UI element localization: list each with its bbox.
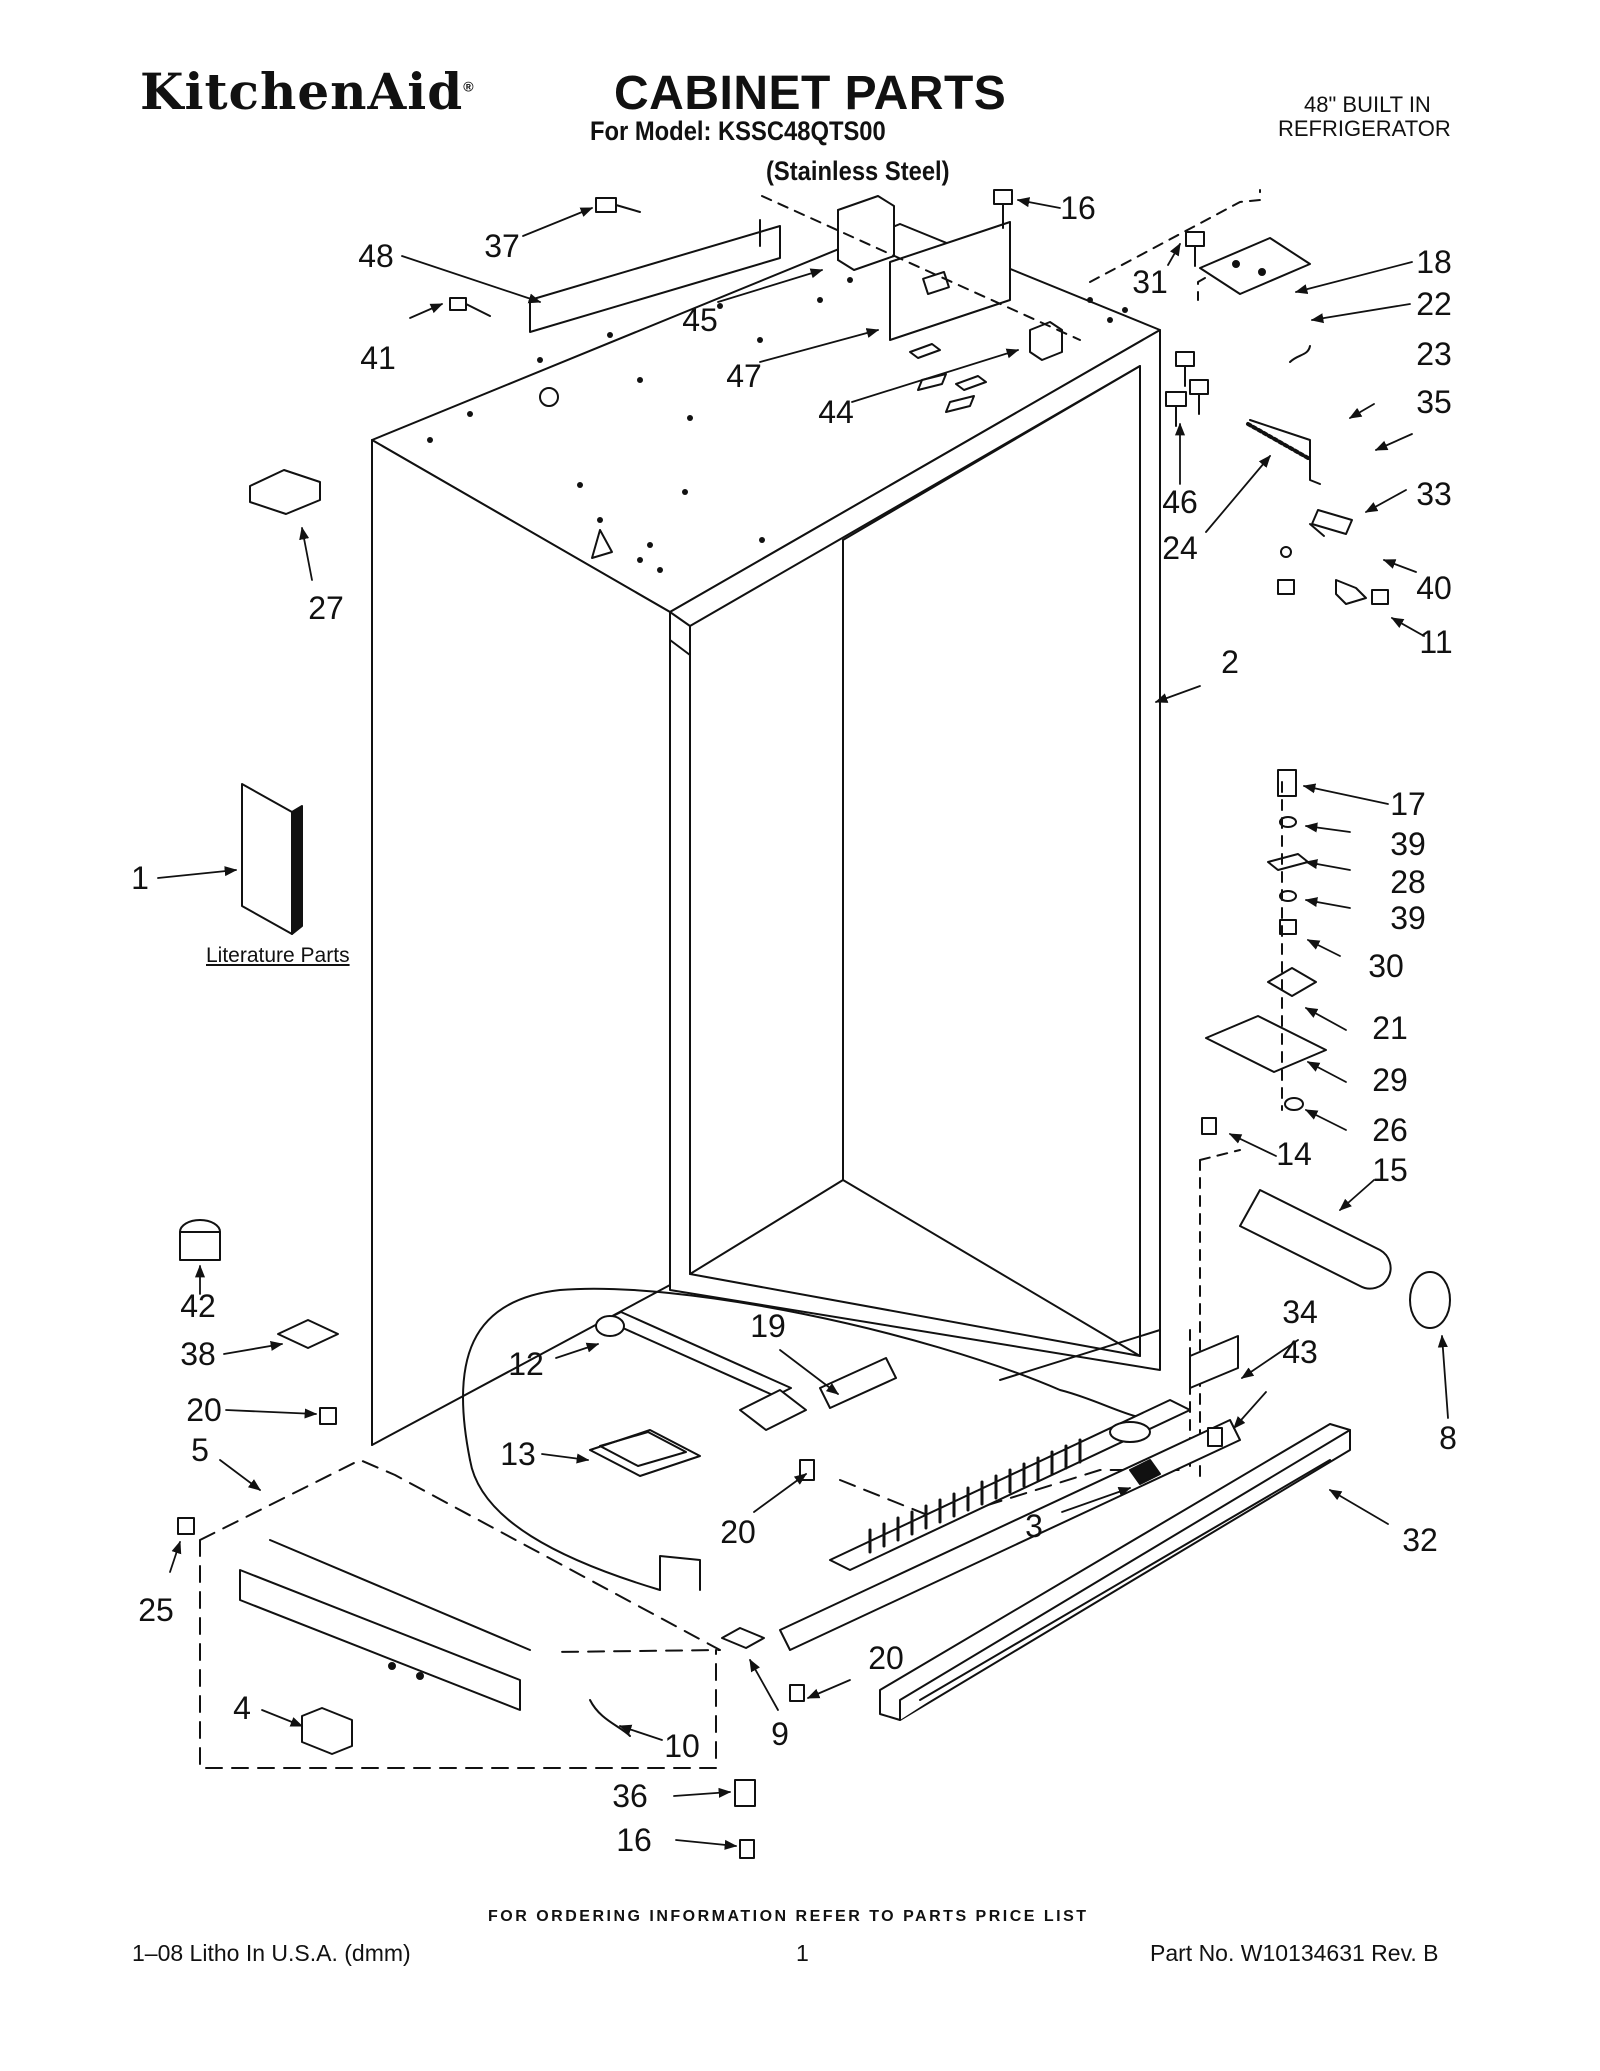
callout-label: 1: [131, 860, 149, 896]
callout-label: 4: [233, 1690, 251, 1726]
toe-grille: [779, 1335, 1241, 1651]
callout-label: 9: [771, 1716, 789, 1752]
callout-label: 20: [186, 1392, 222, 1428]
cabinet-shell: [371, 223, 1161, 1446]
callout-label: 25: [138, 1592, 174, 1628]
callout-label: 32: [1402, 1522, 1438, 1558]
callout-label: 39: [1390, 826, 1426, 862]
callout-label: 35: [1416, 384, 1452, 420]
callout-label: 40: [1416, 570, 1452, 606]
litho-note: 1–08 Litho In U.S.A. (dmm): [132, 1940, 411, 1966]
literature-parts-label: Literature Parts: [206, 944, 350, 967]
callout-label: 12: [508, 1346, 544, 1382]
callout-label: 33: [1416, 476, 1452, 512]
callout-label: 38: [180, 1336, 216, 1372]
callout-label: 24: [1162, 530, 1198, 566]
callout-label: 15: [1372, 1152, 1408, 1188]
callout-label: 43: [1282, 1334, 1318, 1370]
callout-label: 17: [1390, 786, 1426, 822]
callout-label: 21: [1372, 1010, 1408, 1046]
callout-label: 30: [1368, 948, 1404, 984]
callout-label: 3: [1025, 1508, 1043, 1544]
brand-logo: KitchenAid®: [140, 62, 475, 121]
callout-label: 34: [1282, 1294, 1318, 1330]
top-brackets: [761, 195, 1081, 391]
callout-label: 13: [500, 1436, 536, 1472]
callout-label: 29: [1372, 1062, 1408, 1098]
finish-line: (Stainless Steel): [766, 156, 950, 186]
callout-label: 31: [1132, 264, 1168, 300]
literature-booklet: [241, 783, 303, 935]
kickplate: [879, 1423, 1351, 1721]
callout-label: 27: [308, 590, 344, 626]
page-title: CABINET PARTS: [614, 67, 1007, 120]
page-number: 1: [796, 1940, 809, 1966]
water-filter: [1189, 1149, 1451, 1481]
callout-label: 8: [1439, 1420, 1457, 1456]
base-assembly: [199, 1459, 805, 1859]
lower-hinge-stack: [1201, 769, 1327, 1135]
callout-label: 37: [484, 228, 520, 264]
rear-top-plate: [529, 219, 781, 333]
ordering-note: FOR ORDERING INFORMATION REFER TO PARTS …: [488, 1908, 1089, 1925]
callout-label: 47: [726, 358, 762, 394]
callout-label: 16: [1060, 190, 1096, 226]
callout-label: 45: [682, 302, 718, 338]
leader-lines: [157, 197, 1449, 1850]
callout-label: 48: [358, 238, 394, 274]
callout-label: 5: [191, 1432, 209, 1468]
callout-label: 22: [1416, 286, 1452, 322]
callout-label: 20: [720, 1514, 756, 1550]
screws: [449, 189, 1389, 605]
callout-label: 44: [818, 394, 854, 430]
document-part-number: Part No. W10134631 Rev. B: [1150, 1940, 1439, 1966]
callout-label: 23: [1416, 336, 1452, 372]
model-line: For Model: KSSC48QTS00: [590, 116, 886, 146]
callout-label: 28: [1390, 864, 1426, 900]
callout-label: 41: [360, 340, 396, 376]
product-type-line-1: 48" BUILT IN: [1304, 92, 1431, 117]
callout-label: 20: [868, 1640, 904, 1676]
callout-label: 16: [616, 1822, 652, 1858]
callout-label: 18: [1416, 244, 1452, 280]
callout-label: 2: [1221, 644, 1239, 680]
callout-label: 39: [1390, 900, 1426, 936]
clip-27: [249, 469, 321, 515]
callout-label: 11: [1419, 624, 1453, 660]
callout-label: 42: [180, 1288, 216, 1324]
callout-label: 14: [1276, 1136, 1312, 1172]
callout-label: 36: [612, 1778, 648, 1814]
callout-label: 19: [750, 1308, 786, 1344]
top-hinge-assembly: [1089, 189, 1367, 605]
left-leveler-stack: [177, 1219, 339, 1535]
product-type-line-2: REFRIGERATOR: [1278, 116, 1451, 141]
callout-label: 10: [664, 1728, 700, 1764]
callout-label: 26: [1372, 1112, 1408, 1148]
callout-label: 46: [1162, 484, 1198, 520]
